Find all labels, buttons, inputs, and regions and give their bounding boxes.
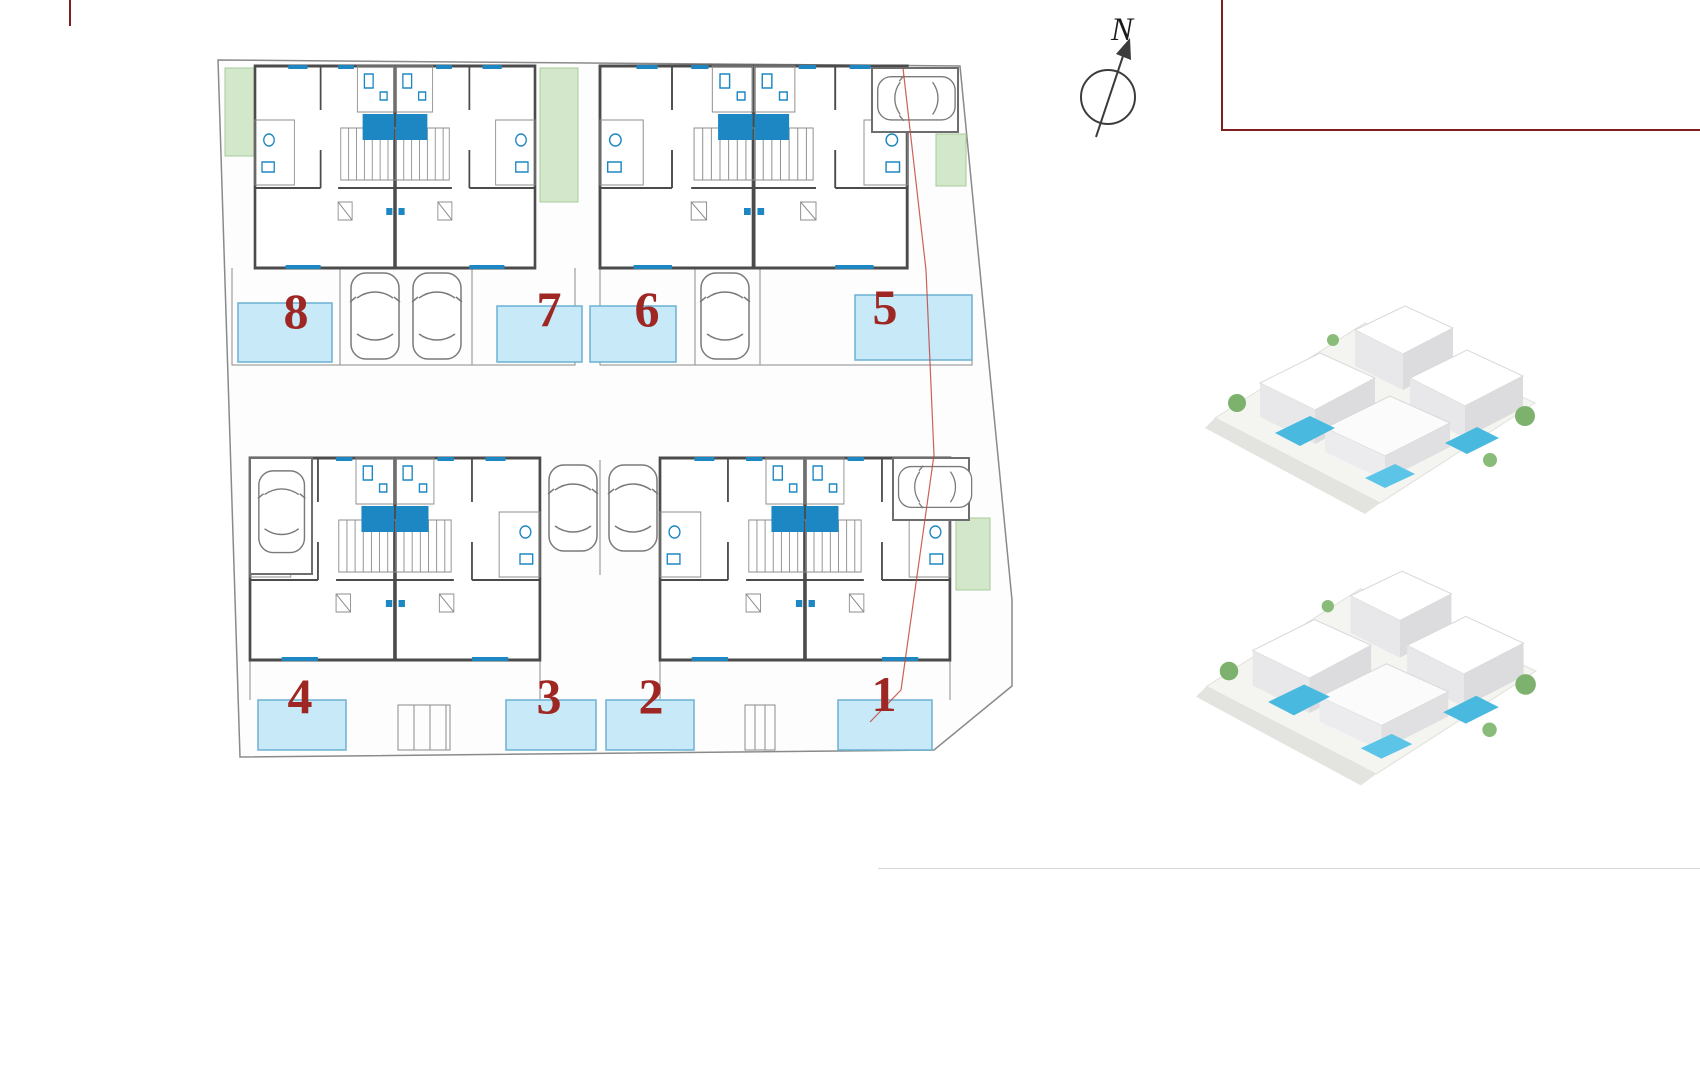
frame-line	[1221, 129, 1700, 131]
building-units-6-5	[598, 64, 910, 270]
pool-unit-5	[854, 294, 973, 361]
garden-area	[935, 133, 967, 187]
pool-unit-2	[605, 699, 695, 751]
unit-label-8: 8	[283, 283, 309, 339]
garden-area	[955, 517, 991, 591]
pool-unit-3	[505, 699, 597, 751]
pool-unit-8	[237, 302, 333, 363]
north-arrow-icon	[1080, 38, 1136, 138]
divider-line	[878, 868, 1700, 869]
unit-label-7: 7	[536, 281, 562, 337]
frame-line	[1221, 0, 1223, 130]
car-icon	[411, 272, 463, 360]
north-label: N	[1110, 12, 1134, 48]
car-icon	[699, 272, 751, 360]
pool-unit-4	[257, 699, 347, 751]
building-units-8-7	[253, 64, 537, 270]
car-icon	[547, 464, 599, 552]
car-icon	[877, 75, 956, 122]
pool-unit-1	[837, 699, 933, 751]
car-icon	[897, 465, 973, 509]
frame-line	[69, 0, 71, 26]
unit-label-6: 6	[634, 281, 660, 337]
car-icon	[349, 272, 401, 360]
unit-label-2: 2	[638, 668, 664, 724]
pool-unit-7	[496, 305, 583, 363]
aerial-render-bottom	[1195, 570, 1537, 786]
pool-unit-6	[589, 305, 677, 363]
property-line	[869, 67, 935, 723]
unit-label-4: 4	[287, 668, 313, 724]
aerial-render-top	[1204, 305, 1536, 515]
unit-label-3: 3	[536, 668, 562, 724]
unit-label-1: 1	[871, 666, 897, 722]
car-icon	[257, 470, 307, 554]
unit-label-5: 5	[872, 279, 898, 335]
car-icon	[607, 464, 659, 552]
garden-area	[539, 67, 579, 203]
